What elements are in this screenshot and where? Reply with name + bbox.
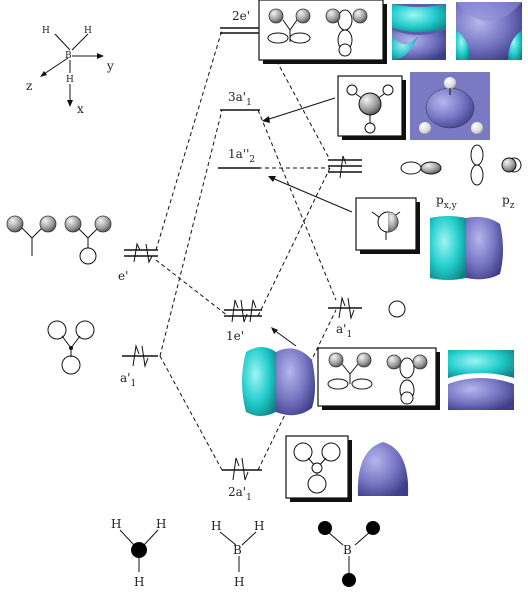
level-1e-label: 1e' — [226, 329, 244, 343]
render-1a2 — [426, 216, 504, 280]
e-orbital-sketch-2 — [64, 215, 112, 265]
py-orbital-icon — [470, 144, 484, 186]
electron-arrow — [145, 243, 153, 264]
z-axis-label: z — [26, 79, 32, 93]
electron-arrow — [133, 242, 141, 263]
electron-arrow — [347, 297, 355, 320]
electron-arrow — [141, 345, 149, 368]
electron-arrow — [232, 457, 240, 481]
pxy-label: px,y — [436, 193, 458, 211]
box-3a1-sketch — [337, 75, 406, 140]
render-1e-right — [446, 346, 516, 412]
h-atom-label: H — [234, 575, 244, 589]
box-1e-sketch — [317, 347, 440, 410]
h-atom-label: H — [111, 517, 121, 531]
level-2a1-label: 2a'1 — [228, 485, 252, 503]
box-2e-sketch — [258, 0, 387, 64]
bh3-molecule: H H B H — [211, 519, 264, 589]
h-atom-label: H — [84, 26, 92, 36]
h-atom-label: H — [42, 26, 50, 36]
s-orbital-icon — [388, 300, 406, 318]
pz-orbital-icon — [501, 157, 522, 173]
b-atom-label: B — [343, 543, 352, 557]
y-axis-label: y — [106, 59, 114, 73]
energy-levels: 2e' 3a'1 1a''2 e' 1e' a'1 — [118, 9, 406, 503]
px-orbital-icon — [400, 161, 442, 175]
render-2a1 — [352, 436, 414, 498]
electron-arrow — [132, 344, 140, 367]
a1-orbital-sketch — [47, 320, 95, 375]
x-axis-label: x — [77, 102, 84, 116]
level-e-left-label: e' — [118, 269, 128, 283]
box-1a2-sketch — [355, 197, 420, 254]
render-2e-a — [388, 0, 450, 62]
electron-arrow — [231, 299, 239, 323]
boron-p-orbitals: px,y pz — [400, 144, 522, 211]
b-atom-label: B — [65, 51, 72, 61]
level-3a1-label: 3a'1 — [228, 90, 252, 108]
level-a1-right-label: a'1 — [336, 322, 352, 340]
render-1e-left — [242, 347, 315, 416]
h3-fragment-molecule: H H H — [111, 517, 166, 589]
electron-arrow — [249, 299, 257, 323]
h-atom-label: H — [156, 517, 166, 531]
h3-fragment-orbitals — [6, 215, 112, 375]
correlation-lines — [155, 29, 337, 471]
pz-label: pz — [502, 193, 515, 211]
render-3a1 — [410, 72, 490, 140]
level-a1-left-label: a'1 — [120, 371, 136, 389]
electron-arrow — [338, 296, 346, 319]
e-orbital-sketch-1 — [6, 215, 57, 256]
b-atom-label: B — [233, 543, 242, 557]
h-atom-label: H — [66, 75, 74, 85]
level-1a2-label: 1a''2 — [228, 147, 255, 165]
b-fragment-molecule: B — [318, 521, 380, 587]
h-atom-label: H — [211, 519, 221, 533]
h-atom-label: H — [254, 519, 264, 533]
render-2e-b — [454, 0, 524, 62]
h-atom-label: H — [134, 575, 144, 589]
box-2a1-sketch — [285, 435, 352, 502]
coordinate-axes: H H B H y z x — [26, 26, 114, 116]
electron-arrow — [241, 457, 249, 481]
electron-arrow — [339, 155, 347, 179]
level-2e-label: 2e' — [232, 9, 250, 23]
electron-arrow — [240, 299, 248, 323]
